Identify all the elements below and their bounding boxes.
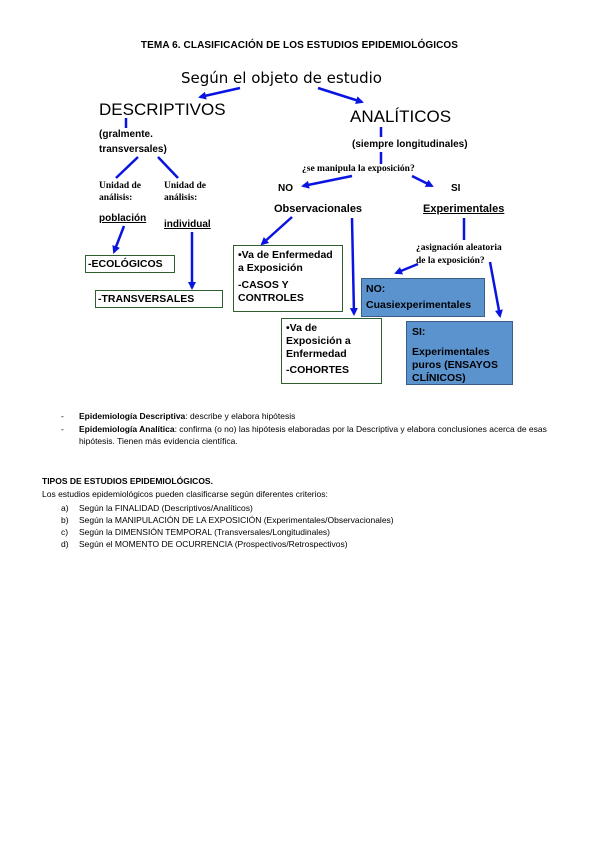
unidad-left-2: análisis: [99, 193, 133, 203]
arrow-root-analiticos [317, 86, 364, 104]
unidad-left-1: Unidad de [99, 181, 141, 191]
box-no-line-2: Cuasiexperimentales [366, 299, 472, 311]
arrow-poblacion [112, 225, 126, 254]
tipos-letter-d: d) [61, 539, 69, 549]
box-si-line-4: CLÍNICOS) [412, 372, 466, 384]
arrow-root-descriptivos [198, 86, 241, 100]
descriptivos-note-1: (gralmente. [99, 129, 153, 140]
arrow-q2-si [488, 261, 503, 318]
unidad-left-value: población [99, 213, 147, 224]
analiticos-note: (siempre longitudinales) [352, 139, 468, 150]
arrow-desc-left [115, 156, 139, 179]
observacionales: Observacionales [274, 203, 363, 215]
tipos-letter-c: c) [61, 527, 69, 537]
diagram-root: Según el objeto de estudio [181, 69, 382, 87]
arrow-obs-cohortes [349, 217, 358, 316]
box-cohortes-line-2: Exposición a [286, 335, 351, 347]
question2-line-2: de la exposición? [416, 256, 485, 266]
question2-line-1: ¿asignación aleatoria [416, 243, 502, 253]
bullet-item-1: Epidemiología Descriptiva: describe y el… [79, 411, 295, 423]
arrow-q-si [411, 174, 434, 188]
bullet-text-2-cont: hipótesis. Tienen más evidencia científi… [79, 436, 238, 446]
box-ecologicos: -ECOLÓGICOS [85, 255, 175, 273]
page-title: TEMA 6. CLASIFICACIÓN DE LOS ESTUDIOS EP… [140, 40, 459, 51]
bullet-marker-2: - [61, 424, 64, 434]
box-transversales-text: -TRANSVERSALES [98, 293, 195, 305]
tipos-intro: Los estudios epidemiológicos pueden clas… [42, 489, 328, 499]
descriptivos-label: DESCRIPTIVOS [99, 100, 226, 119]
box-casos-line-1: •Va de Enfermedad [238, 249, 333, 261]
box-casos-line-3: -CASOS Y [238, 279, 289, 291]
bullet-marker-1: - [61, 411, 64, 421]
tipos-item-d: Según el MOMENTO DE OCURRENCIA (Prospect… [79, 539, 348, 549]
analiticos-label: ANALÍTICOS [350, 107, 452, 126]
unidad-right-2: análisis: [164, 193, 198, 203]
box-si-line-1: SI: [412, 326, 426, 338]
arrow-q2-no [394, 262, 419, 275]
bullet-term-2: Epidemiología Analítica [79, 424, 175, 434]
box-si-line-2: Experimentales [412, 346, 490, 358]
analiticos-question: ¿se manipula la exposición? [302, 164, 415, 174]
bullet-text-2: : confirma (o no) las hipótesis elaborad… [174, 424, 547, 434]
tipos-item-a: Según la FINALIDAD (Descriptivos/Analíti… [79, 503, 253, 513]
unidad-right-1: Unidad de [164, 181, 206, 191]
tipos-item-b: Según la MANIPULACIÓN DE LA EXPOSICIÓN (… [79, 515, 394, 525]
box-no-line-1: NO: [366, 283, 386, 295]
descriptivos-note-2: transversales) [99, 144, 167, 155]
tipos-item-c: Según la DIMENSIÓN TEMPORAL (Transversal… [79, 527, 331, 537]
analiticos-si: SI [451, 183, 461, 194]
arrow-q-no [301, 174, 353, 189]
diagram-arrows [112, 86, 503, 318]
experimentales: Experimentales [423, 203, 505, 215]
box-ensayos-clinicos: SI: Experimentales puros (ENSAYOS CLÍNIC… [406, 321, 513, 385]
box-ecologicos-text: -ECOLÓGICOS [88, 258, 163, 270]
tipos-letter-b: b) [61, 515, 69, 525]
bullet-text-1: : describe y elabora hipótesis [185, 411, 296, 421]
box-cohortes: •Va de Exposición a Enfermedad -COHORTES [281, 318, 382, 384]
box-casos-line-4: CONTROLES [238, 292, 304, 304]
box-casos-controles: •Va de Enfermedad a Exposición -CASOS Y … [233, 245, 343, 312]
bullet-item-2: Epidemiología Analítica: confirma (o no)… [79, 424, 547, 436]
bullet-term-1: Epidemiología Descriptiva [79, 411, 186, 421]
box-cohortes-line-3: Enfermedad [286, 348, 347, 360]
arrow-obs-casos [260, 216, 293, 246]
box-cohortes-line-1: •Va de [286, 322, 318, 334]
box-cohortes-line-4: -COHORTES [286, 364, 349, 376]
tipos-heading: TIPOS DE ESTUDIOS EPIDEMIOLÓGICOS. [42, 476, 213, 486]
analiticos-no: NO [278, 183, 293, 194]
unidad-right-value: individual [164, 219, 211, 230]
arrow-desc-right [157, 156, 179, 179]
box-si-line-3: puros (ENSAYOS [412, 359, 498, 371]
box-transversales: -TRANSVERSALES [95, 290, 223, 308]
tipos-letter-a: a) [61, 503, 69, 513]
box-cuasiexperimentales: NO: Cuasiexperimentales [361, 278, 485, 317]
box-casos-line-2: a Exposición [238, 262, 303, 274]
